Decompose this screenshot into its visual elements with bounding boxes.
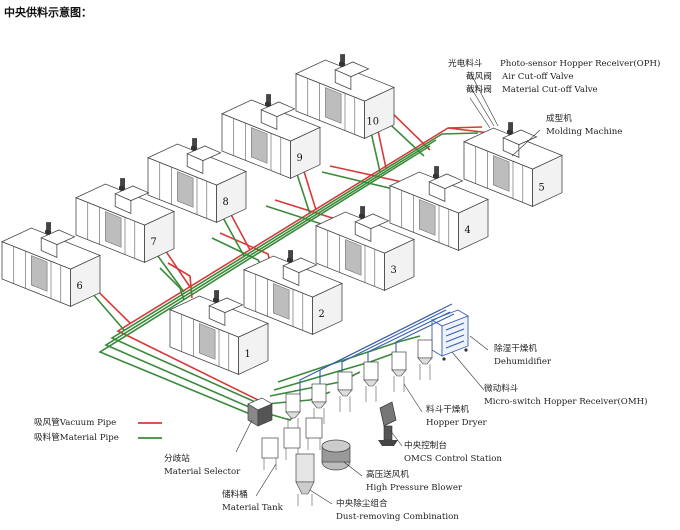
high-pressure-blower	[322, 440, 350, 470]
label-omh: 微动料斗 Micro-switch Hopper Receiver(OMH)	[484, 382, 648, 407]
air-cutoff-label-en: Air Cut-off Valve	[501, 72, 574, 82]
dust-removing-combination	[296, 454, 314, 506]
oph-label-en: Photo-sensor Hopper Receiver(OPH)	[500, 58, 660, 69]
machine-number: 4	[464, 225, 470, 236]
hopper-dryer-label-en: Hopper Dryer	[426, 418, 488, 428]
molding-machine-label-en: Molding Machine	[546, 127, 622, 137]
oph-label-cn: 光电料斗	[448, 57, 483, 69]
label-control-station: 中央控制台 OMCS Control Station	[404, 439, 502, 464]
label-molding-machine: 成型机 Molding Machine	[546, 112, 622, 137]
label-hopper-dryer: 料斗干燥机 Hopper Dryer	[426, 403, 488, 428]
legend-material-label: 吸料管Material Pipe	[34, 431, 119, 443]
dust-label-en: Dust-removing Combination	[336, 512, 459, 522]
machine-number: 9	[296, 153, 302, 164]
air-cutoff-label-cn: 截风阀	[466, 70, 492, 82]
blower-label-cn: 高压送风机	[366, 468, 409, 480]
label-blower: 高压送风机 High Pressure Blower	[366, 468, 463, 493]
hopper-dryer-label-cn: 料斗干燥机	[426, 403, 469, 415]
label-air-cutoff: 截风阀 Air Cut-off Valve	[466, 70, 574, 82]
selector-label-en: Material Selector	[164, 467, 241, 477]
control-station-label-cn: 中央控制台	[404, 439, 447, 451]
machine-number: 2	[318, 309, 324, 320]
omh-label-cn: 微动料斗	[484, 382, 519, 394]
label-material-selector: 分歧站 Material Selector	[164, 452, 241, 477]
tank-label-cn: 储料桶	[222, 488, 248, 500]
machine-number: 7	[150, 237, 156, 248]
label-material-tank: 储料桶 Material Tank	[222, 488, 284, 513]
machine-number: 6	[76, 281, 82, 292]
machine-number: 1	[244, 349, 250, 360]
legend: 吸风管Vacuum Pipe 吸料管Material Pipe	[34, 416, 162, 443]
omcs-control-station	[378, 402, 398, 446]
material-cutoff-label-cn: 截料阀	[466, 83, 492, 95]
legend-vacuum-label: 吸风管Vacuum Pipe	[34, 416, 116, 428]
blower-label-en: High Pressure Blower	[366, 483, 463, 493]
material-selector	[248, 398, 272, 426]
label-dehumidifier: 除湿干燥机 Dehumidifier	[494, 342, 552, 367]
label-material-cutoff: 截料阀 Material Cut-off Valve	[466, 83, 598, 95]
dust-label-cn: 中央除尘组合	[336, 497, 388, 509]
tank-label-en: Material Tank	[222, 503, 284, 513]
label-dust-removing: 中央除尘组合 Dust-removing Combination	[336, 497, 459, 522]
material-cutoff-label-en: Material Cut-off Valve	[502, 85, 598, 95]
molding-machine-label-cn: 成型机	[546, 112, 572, 124]
selector-label-cn: 分歧站	[164, 452, 190, 464]
dehumidifier-label-en: Dehumidifier	[494, 357, 552, 367]
control-station-label-en: OMCS Control Station	[404, 454, 502, 464]
machine-number: 8	[222, 197, 228, 208]
machine-number: 10	[367, 117, 379, 128]
machine-number: 3	[390, 265, 396, 276]
dehumidifier-label-cn: 除湿干燥机	[494, 342, 537, 354]
label-oph: 光电料斗 Photo-sensor Hopper Receiver(OPH)	[448, 57, 660, 69]
machine-number: 5	[538, 183, 544, 194]
omh-label-en: Micro-switch Hopper Receiver(OMH)	[484, 396, 648, 407]
